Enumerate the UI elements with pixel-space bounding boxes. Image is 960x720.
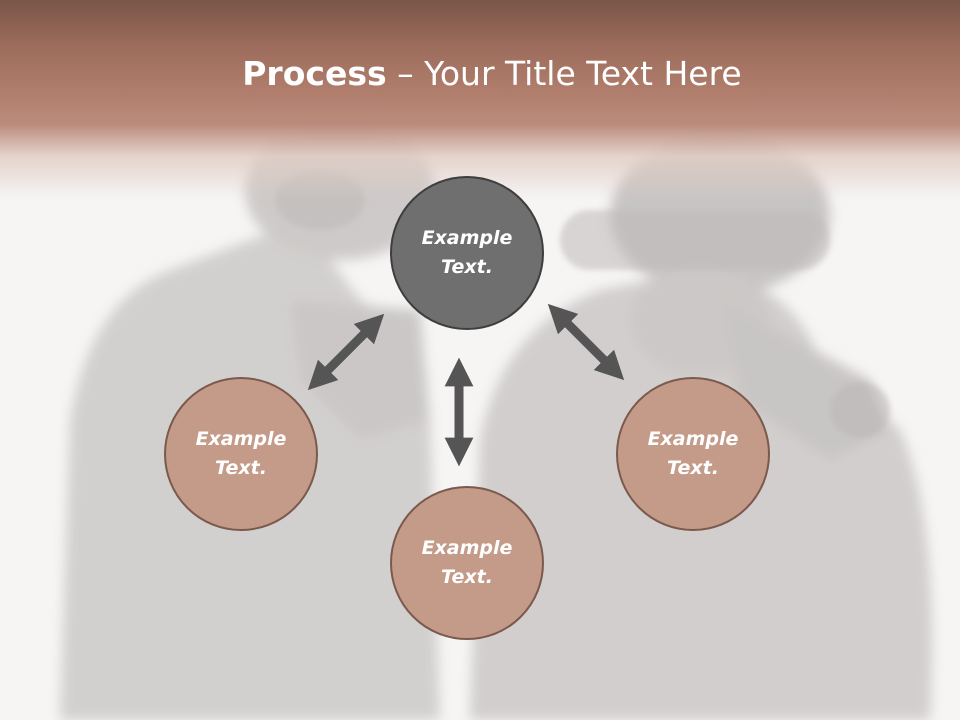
node-center-line1: Example: [421, 227, 513, 249]
node-right-line2: Text.: [667, 457, 719, 479]
header-band: [0, 0, 960, 200]
process-node-bottom: Example Text.: [390, 486, 544, 640]
process-node-center: Example Text.: [390, 176, 544, 330]
title-rest-part: – Your Title Text Here: [386, 54, 742, 93]
arrow-center-left: [307, 313, 385, 391]
node-left-line2: Text.: [215, 457, 267, 479]
title-bold-part: Process: [242, 54, 387, 93]
node-center-line2: Text.: [441, 256, 493, 278]
node-bottom-line2: Text.: [441, 566, 493, 588]
node-bottom-line1: Example: [421, 537, 513, 559]
process-node-left: Example Text.: [164, 377, 318, 531]
node-right-line1: Example: [647, 428, 739, 450]
arrow-center-right: [547, 303, 625, 381]
slide-title: Process – Your Title Text Here: [0, 52, 960, 96]
process-node-right: Example Text.: [616, 377, 770, 531]
node-left-line1: Example: [195, 428, 287, 450]
